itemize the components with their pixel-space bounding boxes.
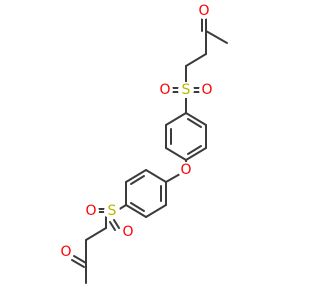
ring1-inner-bond-2	[187, 145, 202, 155]
bond-carbonyl-bottom-b	[71, 259, 85, 268]
structure-canvas: O S O O O S O O O	[58, 3, 228, 284]
bond-ch2-ch2-bottom	[85, 227, 107, 241]
ring1-bond-1	[185, 112, 207, 126]
ring2-inner-bond-3	[130, 175, 145, 185]
top-benzene-ring	[165, 112, 207, 161]
bottom-benzene-ring	[125, 169, 167, 218]
atom-s-top: S	[182, 82, 191, 98]
ring2-bond-6	[145, 169, 167, 183]
atom-labels: O S O O O S O O O	[58, 3, 215, 260]
atom-s-bottom: S	[108, 203, 117, 219]
ring1-bond-3	[185, 147, 207, 161]
atom-o-sulfonyl-bottom-left: O	[85, 203, 96, 219]
bottom-butanone-chain	[71, 227, 107, 284]
atom-o-sulfonyl-top-right: O	[201, 82, 212, 98]
ring2-bond-2	[145, 204, 167, 218]
molecule-structure: O S O O O S O O O	[58, 3, 228, 284]
atom-o-sulfonyl-bottom-right: O	[122, 224, 133, 240]
atom-o-sulfonyl-top-left: O	[159, 82, 170, 98]
bond-methyl-carbonyl-top	[205, 30, 228, 44]
ring1-bond-6	[165, 112, 187, 126]
ring2-bond-5	[125, 169, 147, 183]
bond-carbonyl-bottom-a	[73, 255, 87, 264]
bond-s-o-bottom-right-a	[113, 219, 120, 229]
atom-o-ketone-bottom: O	[60, 244, 71, 260]
bond-ch2-ch2-top	[185, 53, 207, 67]
ring1-inner-bond-1	[187, 118, 202, 128]
atom-o-ether: O	[180, 162, 191, 178]
ring1-bond-4	[165, 147, 187, 161]
atom-o-ketone-top: O	[198, 3, 209, 19]
bond-s-o-bottom-right-b	[109, 221, 116, 231]
ring2-bond-3	[125, 204, 147, 218]
ring2-inner-bond-2	[130, 202, 145, 212]
bond-o-ether-ring2	[165, 173, 181, 183]
top-butanone-chain	[185, 17, 228, 83]
